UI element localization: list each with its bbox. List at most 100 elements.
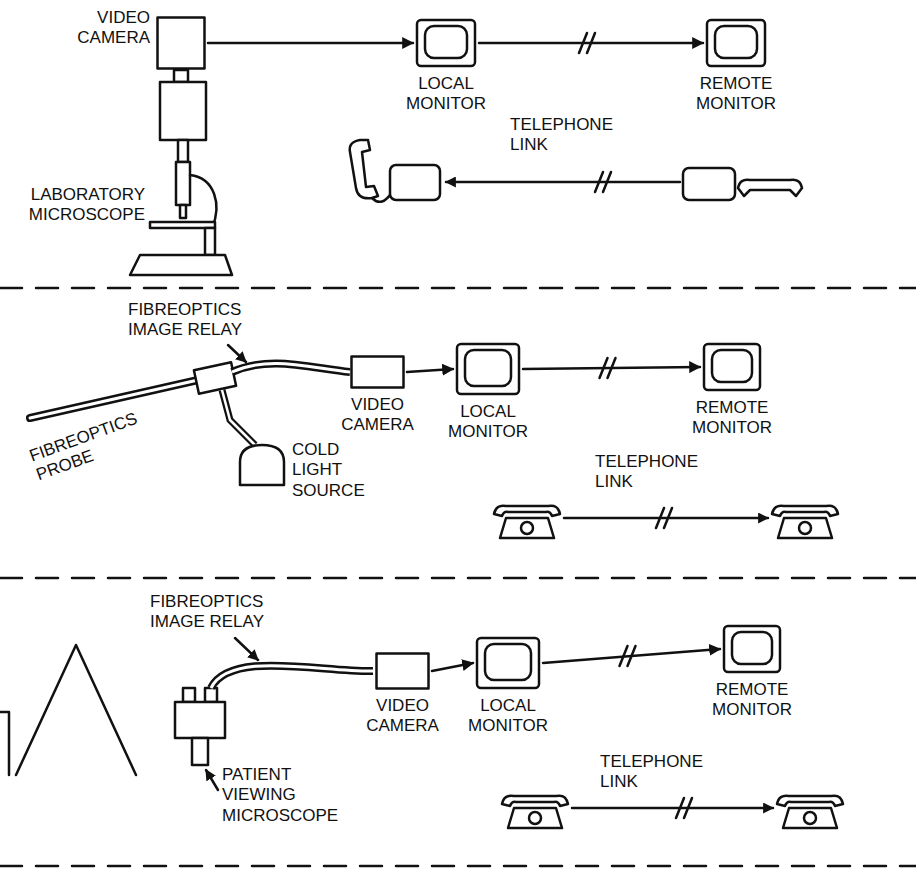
patient-profile [0, 645, 136, 775]
camera-symbol [350, 355, 405, 389]
camera-symbol [156, 16, 206, 70]
telephone-link-line [572, 798, 773, 818]
patient-viewing-microscope [205, 688, 217, 702]
patient-profile [0, 645, 136, 775]
node-label: REMOTE MONITOR [707, 680, 797, 721]
part-label: FIBREOPTICS PROBE [27, 405, 158, 486]
node-label: LOCAL MONITOR [463, 696, 553, 737]
monitor-screen [485, 644, 531, 680]
node-label: LOCAL MONITOR [443, 402, 533, 443]
patient-viewing-microscope [175, 702, 225, 738]
camera-symbol [375, 652, 430, 690]
monitor-screen [712, 350, 752, 382]
telephone-symbol [777, 796, 843, 828]
signal-connector-group [479, 33, 703, 53]
laboratory-microscope [130, 255, 232, 275]
camera-body [158, 18, 205, 69]
laboratory-microscope [205, 228, 215, 255]
fibreoptics-probe [222, 390, 255, 445]
fibreoptics-probe [232, 363, 350, 372]
node-label: VIDEO CAMERA [338, 395, 418, 436]
monitor-symbol [722, 624, 782, 674]
node-label: VIDEO CAMERA [70, 8, 150, 49]
monitor-case [417, 20, 475, 66]
patient-viewing-microscope [211, 666, 373, 688]
part-label: PATIENT VIEWING MICROSCOPE [222, 765, 352, 826]
telephone-symbol [350, 140, 802, 202]
telephone-symbol [494, 506, 838, 538]
patient-viewing-microscope [183, 688, 195, 702]
signal-connector-group [208, 43, 413, 44]
laboratory-microscope [180, 205, 186, 218]
monitor-node: REMOTE MONITOR [687, 342, 777, 439]
leader-arrow [228, 345, 246, 362]
signal-connector [432, 663, 473, 671]
telephone-symbol [502, 796, 843, 828]
monitor-screen [732, 632, 772, 664]
camera-body [377, 654, 429, 689]
telephone-link-line [564, 517, 768, 520]
telephone-symbol [390, 165, 440, 200]
fibreoptics-probe [30, 380, 198, 418]
monitor-case [704, 344, 760, 390]
monitor-symbol [475, 636, 541, 690]
fibreoptics-probe [30, 380, 198, 418]
telephone-link-line [656, 508, 672, 528]
telephone-link-line [446, 181, 680, 184]
monitor-node: LOCAL MONITOR [463, 636, 553, 737]
node-label: VIDEO CAMERA [363, 696, 443, 737]
patient-viewing-microscope [192, 738, 208, 765]
telephone-link-line [676, 798, 692, 818]
signal-connector-group [432, 663, 473, 671]
leader-arrow [235, 638, 258, 660]
line-break-mark [600, 358, 616, 378]
camera-node: VIDEO CAMERA [70, 8, 206, 70]
section-divider [0, 577, 916, 580]
monitor-node: REMOTE MONITOR [707, 624, 797, 721]
laboratory-microscope [130, 70, 232, 275]
monitor-node: LOCAL MONITOR [443, 342, 533, 443]
part-label: FIBREOPTICS IMAGE RELAY [128, 300, 278, 341]
part-label: TELEPHONE LINK [600, 752, 715, 793]
leader-arrow [206, 770, 218, 790]
monitor-symbol [415, 18, 477, 68]
leader-arrow [228, 345, 246, 362]
line-break-mark [620, 646, 636, 666]
fibreoptics-probe [194, 362, 236, 393]
camera-node: VIDEO CAMERA [363, 652, 443, 737]
line-break-mark [579, 33, 595, 53]
part-label: TELEPHONE LINK [510, 115, 625, 156]
signal-connector [407, 369, 453, 372]
section-divider [0, 287, 916, 290]
cold-light-source [240, 445, 284, 485]
telephone-symbol [683, 168, 735, 200]
fibreoptics-probe [222, 390, 255, 445]
part-label: COLD LIGHT SOURCE [292, 440, 372, 501]
monitor-symbol [705, 18, 767, 68]
signal-connector-group [543, 646, 720, 666]
monitor-case [707, 20, 765, 66]
patient-viewing-microscope [211, 666, 373, 688]
part-label: TELEPHONE LINK [595, 452, 710, 493]
monitor-case [457, 344, 519, 394]
telephone-link-line [572, 807, 773, 810]
monitor-case [724, 626, 780, 672]
laboratory-microscope [176, 162, 190, 205]
section-divider [0, 288, 916, 866]
fibreoptics-probe [232, 363, 350, 372]
monitor-symbol [455, 342, 521, 396]
telephone-link-line [446, 172, 680, 192]
monitor-node: LOCAL MONITOR [401, 18, 491, 115]
node-label: LOCAL MONITOR [401, 74, 491, 115]
patient-viewing-microscope [175, 666, 373, 765]
signal-connector [208, 42, 413, 45]
node-label: REMOTE MONITOR [687, 398, 777, 439]
telephone-symbol [502, 796, 568, 828]
monitor-screen [465, 350, 511, 386]
camera-node: VIDEO CAMERA [338, 355, 418, 436]
laboratory-microscope [190, 175, 216, 228]
telephone-link-line [564, 508, 768, 528]
laboratory-microscope [160, 82, 206, 140]
